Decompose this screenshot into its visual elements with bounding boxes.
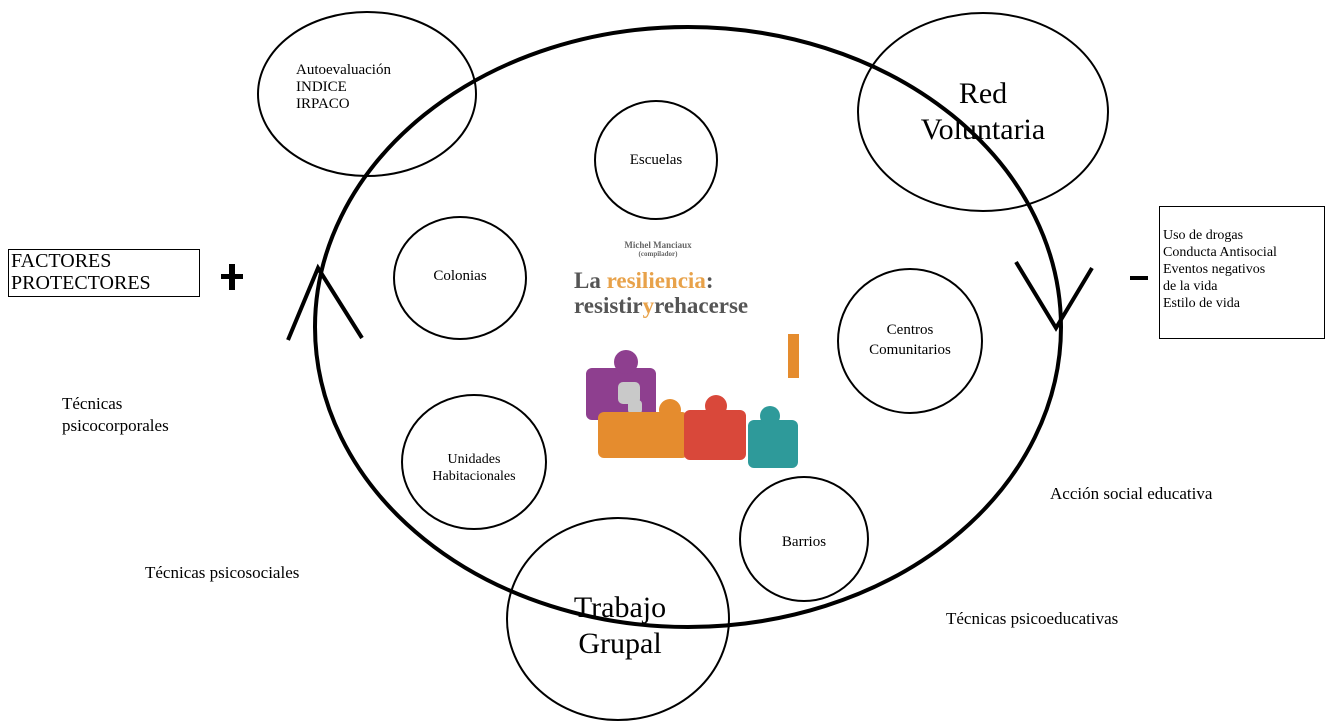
circle-red-voluntaria xyxy=(857,12,1109,212)
label-accion-social-educativa: Acción social educativa xyxy=(1050,484,1213,503)
book-title-rehacerse: rehacerse xyxy=(654,293,749,318)
label-tecnicas-psicosociales: Técnicas psicosociales xyxy=(145,563,300,582)
label-escuelas: Escuelas xyxy=(606,152,706,169)
circle-barrios xyxy=(739,476,869,602)
circle-unidades xyxy=(401,394,547,530)
circle-trabajo-grupal xyxy=(506,517,730,721)
label-escuelas-text: Escuelas xyxy=(629,152,683,168)
plus-sign-icon xyxy=(221,264,243,290)
risk-item-4: de la vida xyxy=(1163,279,1218,294)
book-puzzle-image xyxy=(586,334,799,468)
risk-item-3: Eventos negativos xyxy=(1163,262,1266,277)
label-barrios: Barrios xyxy=(754,534,854,551)
main-cycle-circle xyxy=(313,25,1063,629)
book-title-la: La xyxy=(574,268,607,293)
circle-colonias xyxy=(393,216,527,340)
label-autoevaluacion-line-2: INDICE xyxy=(296,79,347,95)
circle-centros xyxy=(837,268,983,414)
label-unidades: Unidades Habitacionales xyxy=(410,451,538,485)
cycle-arrow-left xyxy=(286,263,364,341)
risk-item-5: Estilo de vida xyxy=(1163,296,1240,311)
label-voluntaria: Voluntaria xyxy=(920,113,1046,146)
label-red-voluntaria: Red Voluntaria xyxy=(880,76,1086,148)
minus-sign-icon xyxy=(1130,276,1148,280)
circle-autoevaluacion xyxy=(257,11,477,177)
book-title-resiliencia: resiliencia xyxy=(606,268,706,293)
protective-label-line-2: PROTECTORES xyxy=(11,272,151,294)
label-centros-line-1: Centros xyxy=(886,322,934,338)
label-tecnicas-psicoeducativas: Técnicas psicoeducativas xyxy=(946,609,1119,628)
label-unidades-line-2: Habitacionales xyxy=(432,469,516,484)
protective-label-line-1: FACTORES xyxy=(11,250,112,272)
label-centros: Centros Comunitarios xyxy=(850,320,970,360)
risk-item-1: Uso de drogas xyxy=(1163,228,1244,243)
label-tecnicas-word: Técnicas xyxy=(62,394,123,413)
label-autoevaluacion: Autoevaluación INDICE IRPACO xyxy=(296,62,391,113)
risk-factors-box: Uso de drogas Conducta Antisocial Evento… xyxy=(1159,206,1325,339)
book-title-colon: : xyxy=(705,268,714,293)
label-red: Red xyxy=(958,77,1008,110)
book-title-y: y xyxy=(642,293,655,318)
circle-escuelas xyxy=(594,100,718,220)
label-grupal: Grupal xyxy=(578,627,662,660)
label-tecnicas-psicocorporales: Técnicas psicocorporales xyxy=(62,393,169,437)
book-author: Michel Manciaux (compilador) xyxy=(600,240,716,258)
label-autoevaluacion-line-3: IRPACO xyxy=(296,96,350,112)
book-author-name: Michel Manciaux xyxy=(624,240,692,250)
protective-factors-box: FACTORES PROTECTORES xyxy=(8,249,200,297)
label-autoevaluacion-line-1: Autoevaluación xyxy=(296,62,391,78)
label-trabajo-grupal: Trabajo Grupal xyxy=(530,590,710,662)
book-title-resistir: resistir xyxy=(574,293,643,318)
label-colonias: Colonias xyxy=(410,268,510,285)
risk-item-2: Conducta Antisocial xyxy=(1163,245,1277,260)
book-title: La resiliencia: resistiryrehacerse xyxy=(574,268,748,318)
label-unidades-line-1: Unidades xyxy=(447,452,501,467)
label-psicocorporales-word: psicocorporales xyxy=(62,416,169,435)
book-author-role: (compilador) xyxy=(638,250,678,258)
label-colonias-text: Colonias xyxy=(433,268,487,284)
cycle-arrow-right xyxy=(1014,260,1094,332)
label-barrios-text: Barrios xyxy=(781,534,827,550)
label-trabajo: Trabajo xyxy=(573,591,667,624)
label-centros-line-2: Comunitarios xyxy=(869,342,951,358)
